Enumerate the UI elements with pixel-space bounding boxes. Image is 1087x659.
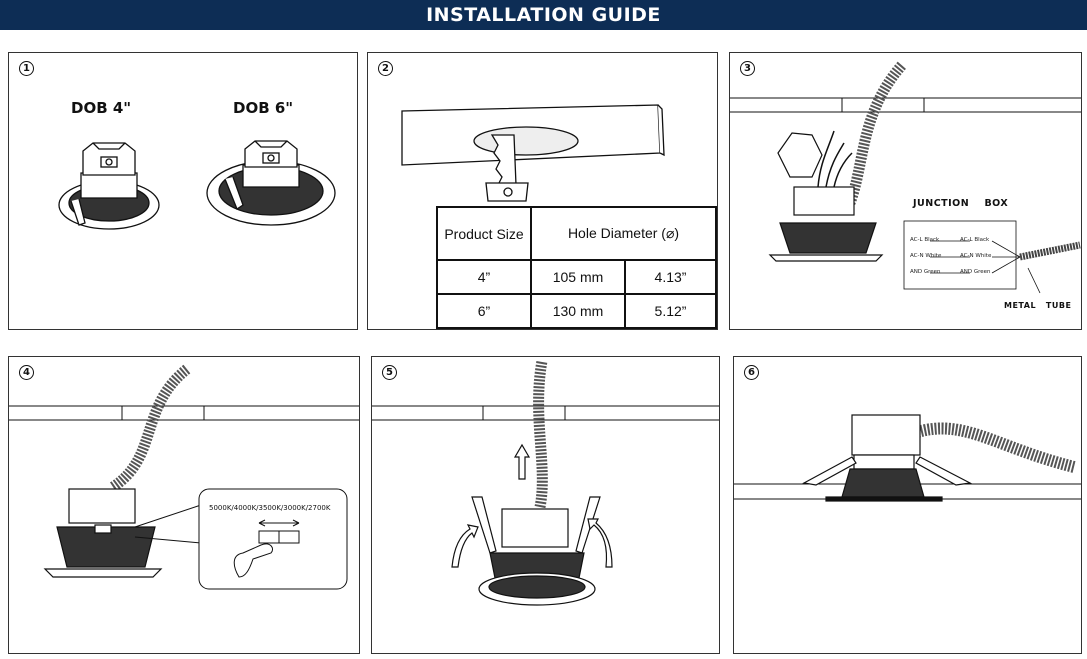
dob-4-label: DOB 4" <box>71 99 132 117</box>
callout-box <box>134 488 348 590</box>
flex-conduit-icon <box>533 360 548 509</box>
step-number: 4 <box>19 365 34 380</box>
table-cell: 105 mm <box>530 259 626 295</box>
ceiling-lines <box>372 405 719 421</box>
wire-connectors-icon <box>817 130 853 188</box>
step-5-panel: 5 <box>371 356 720 654</box>
step-1-panel: 1 DOB 4" DOB 6" <box>8 52 358 330</box>
wire-label: AC-N White <box>960 253 992 259</box>
rotate-arrow-icon <box>451 518 613 568</box>
wire-label: AC-L Black <box>960 237 990 243</box>
hole-diameter-header: Hole Diameter (⌀) <box>530 206 717 261</box>
step-number: 1 <box>19 61 34 76</box>
flex-conduit-icon <box>844 61 907 205</box>
finger-icon <box>233 543 274 578</box>
downlight-illustrations <box>58 140 336 230</box>
junction-box-label: JUNCTION BOX <box>913 198 1009 209</box>
downlight-icon <box>471 496 601 606</box>
wiring-diagram-box <box>903 220 1021 290</box>
wire-label: AND Green <box>960 269 991 275</box>
step-number: 3 <box>740 61 755 76</box>
step-number: 6 <box>744 365 759 380</box>
wiring-illustration <box>730 61 1081 294</box>
wire-label: AC-N White <box>910 253 942 259</box>
downlight-6-icon <box>206 140 336 226</box>
cct-options-label: 5000K/4000K/3500K/3000K/2700K <box>209 504 331 512</box>
insert-fixture-illustration <box>372 360 719 606</box>
step-2-panel: 2 Product Size Hole Diameter (⌀) 4” 105 … <box>367 52 718 330</box>
step-3-panel: 3 JUNCTION <box>729 52 1082 330</box>
step-4-panel: 4 5000K/4000K/3500K/3000K/2700K <box>8 356 360 654</box>
dob-6-label: DOB 6" <box>233 99 294 117</box>
table-cell: 5.12” <box>624 293 717 329</box>
wire-label: AC-L Black <box>910 237 940 243</box>
wire-label: AND Green <box>910 269 941 275</box>
downlight-4-icon <box>58 142 160 230</box>
ceiling-cutout-illustration <box>401 104 665 202</box>
junction-box-icon <box>768 132 884 262</box>
downlight-icon <box>43 488 163 578</box>
ceiling-lines <box>9 405 359 421</box>
table-cell: 6” <box>436 293 532 329</box>
guide-header: INSTALLATION GUIDE <box>0 0 1087 30</box>
table-cell: 4.13” <box>624 259 717 295</box>
flex-conduit-icon <box>912 422 1076 473</box>
product-size-header: Product Size <box>436 206 532 261</box>
guide-title: INSTALLATION GUIDE <box>426 4 661 26</box>
cct-switch-illustration <box>9 364 359 590</box>
step-number: 2 <box>378 61 393 76</box>
flex-conduit-icon <box>109 364 191 492</box>
step-number: 5 <box>382 365 397 380</box>
saw-icon <box>485 134 529 202</box>
downlight-icon <box>802 414 972 502</box>
metal-tube-label: METAL TUBE <box>1004 301 1072 310</box>
installed-fixture-illustration <box>734 414 1081 502</box>
up-arrow-icon <box>513 443 531 480</box>
ceiling-lines <box>730 97 1081 113</box>
ceiling-board-icon <box>401 104 665 166</box>
metal-tube-icon <box>1019 241 1081 261</box>
table-cell: 4” <box>436 259 532 295</box>
table-cell: 130 mm <box>530 293 626 329</box>
step-6-panel: 6 <box>733 356 1082 654</box>
hole-size-table: Product Size Hole Diameter (⌀) 4” 105 mm… <box>436 206 717 329</box>
